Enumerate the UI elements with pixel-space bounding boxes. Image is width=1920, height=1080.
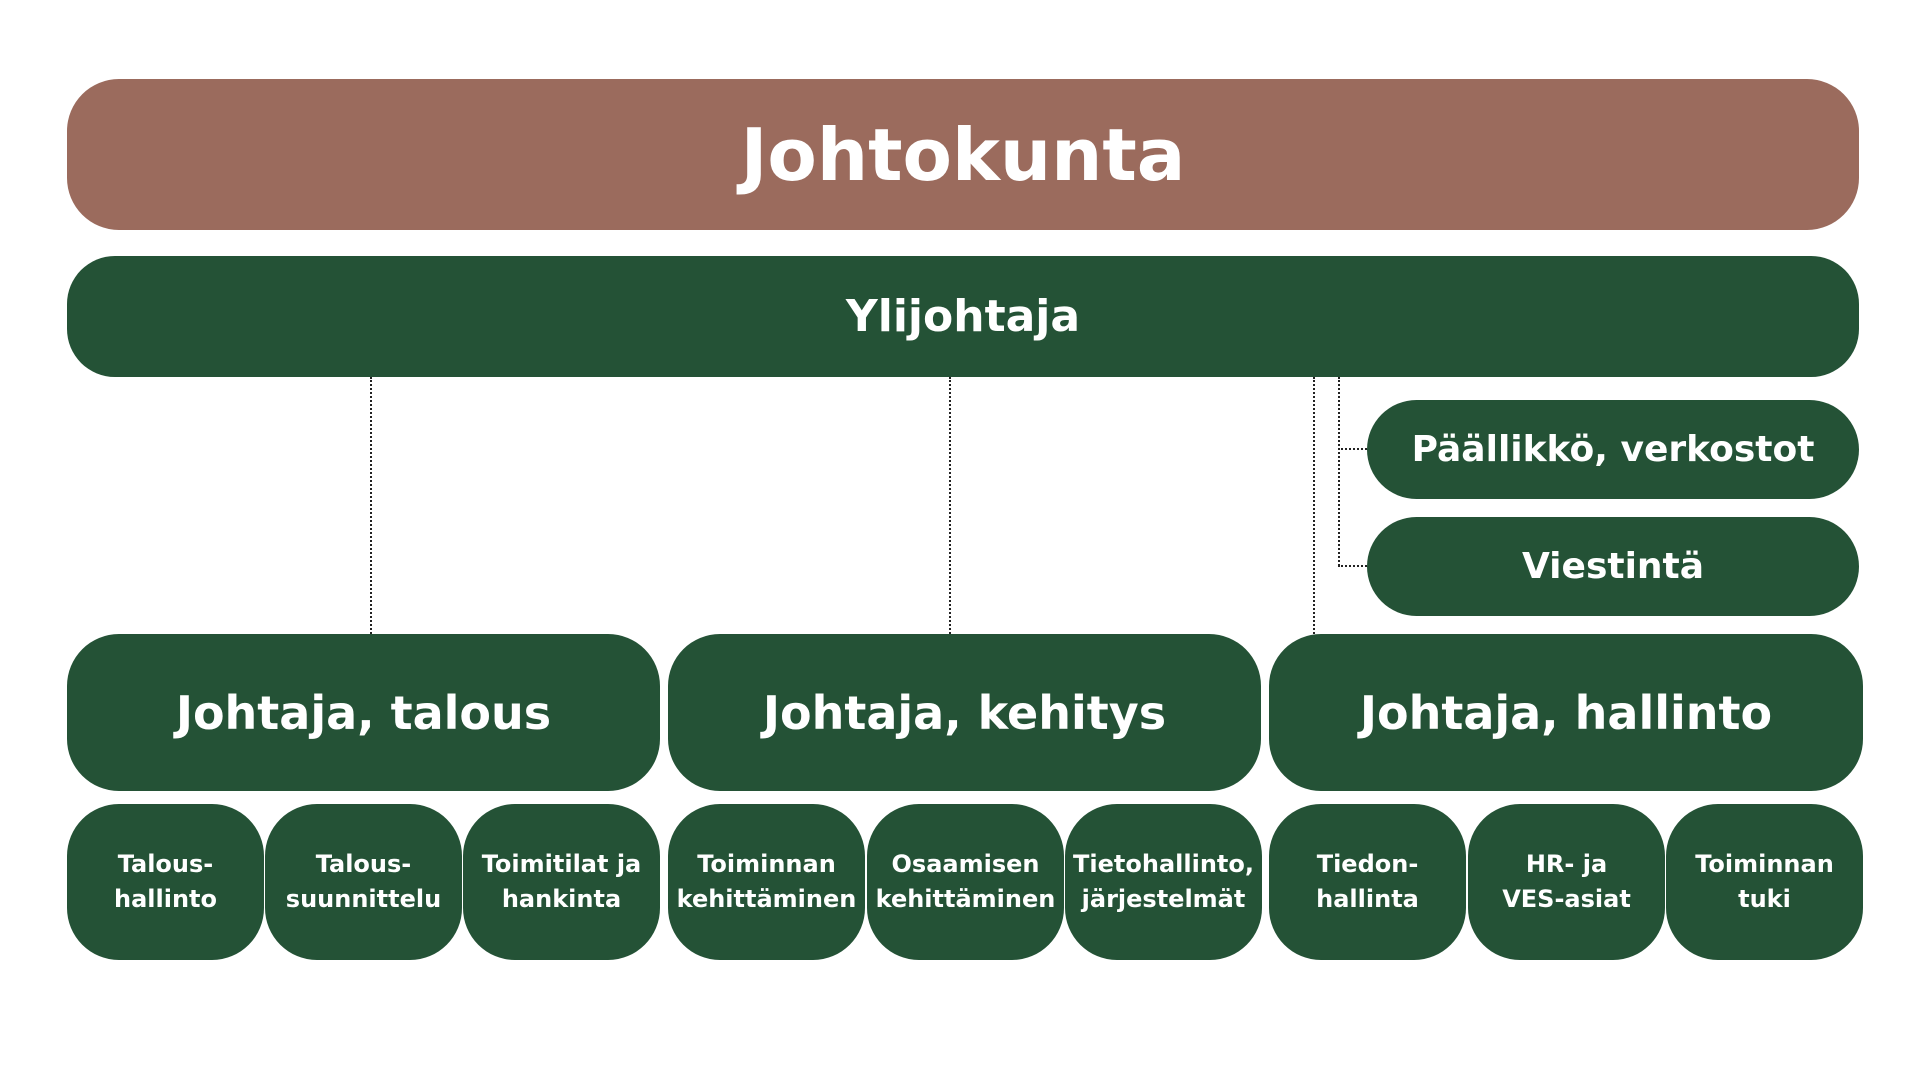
connector-development (949, 377, 951, 634)
unit-line: Tietohallinto, (1073, 850, 1254, 878)
director-general-label: Ylijohtaja (845, 291, 1081, 342)
connector-staff-networks (1338, 448, 1367, 450)
director-box-development: Johtaja, kehitys (668, 634, 1261, 791)
unit-line: Toimitilat ja (481, 850, 642, 878)
unit-line: tuki (1738, 885, 1791, 913)
director-label-administration: Johtaja, hallinto (1359, 685, 1773, 740)
unit-line: Talous- (117, 850, 214, 878)
unit-line: VES-asiat (1502, 885, 1631, 913)
unit-line: kehittäminen (676, 885, 857, 913)
board-box: Johtokunta (67, 79, 1859, 230)
unit-line: Osaamisen (891, 850, 1040, 878)
connector-staff-communications (1338, 565, 1367, 567)
unit-line: hankinta (501, 885, 622, 913)
unit-box: Talous-hallinto (67, 804, 264, 960)
unit-box: HR- ja VES-asiat (1468, 804, 1665, 960)
unit-line: kehittäminen (875, 885, 1056, 913)
unit-line: Toiminnan (1695, 850, 1834, 878)
unit-line: Toiminnan (697, 850, 836, 878)
unit-box: Tietohallinto, järjestelmät (1065, 804, 1262, 960)
unit-box: Talous-suunnittelu (265, 804, 462, 960)
unit-line: järjestelmät (1081, 885, 1246, 913)
director-box-administration: Johtaja, hallinto (1269, 634, 1863, 791)
staff-box-communications: Viestintä (1367, 517, 1859, 616)
connector-administration (1313, 377, 1315, 634)
unit-box: Toiminnan tuki (1666, 804, 1863, 960)
unit-line: hallinta (1316, 885, 1419, 913)
connector-finance (370, 377, 372, 634)
staff-box-networks: Päällikkö, verkostot (1367, 400, 1859, 499)
unit-box: Tiedon-hallinta (1269, 804, 1466, 960)
director-general-box: Ylijohtaja (67, 256, 1859, 377)
unit-box: Osaamisen kehittäminen (867, 804, 1064, 960)
director-label-development: Johtaja, kehitys (762, 685, 1167, 740)
unit-box: Toimitilat ja hankinta (463, 804, 660, 960)
unit-line: hallinto (113, 885, 217, 913)
unit-line: HR- ja (1525, 850, 1608, 878)
unit-line: Talous- (315, 850, 412, 878)
staff-label-communications: Viestintä (1521, 546, 1705, 587)
unit-line: suunnittelu (285, 885, 442, 913)
unit-line: Tiedon- (1316, 850, 1419, 878)
connector-staff-trunk (1338, 377, 1340, 566)
director-label-finance: Johtaja, talous (175, 685, 552, 740)
director-box-finance: Johtaja, talous (67, 634, 660, 791)
unit-box: Toiminnan kehittäminen (668, 804, 865, 960)
staff-label-networks: Päällikkö, verkostot (1411, 429, 1815, 470)
board-label: Johtokunta (740, 112, 1186, 197)
